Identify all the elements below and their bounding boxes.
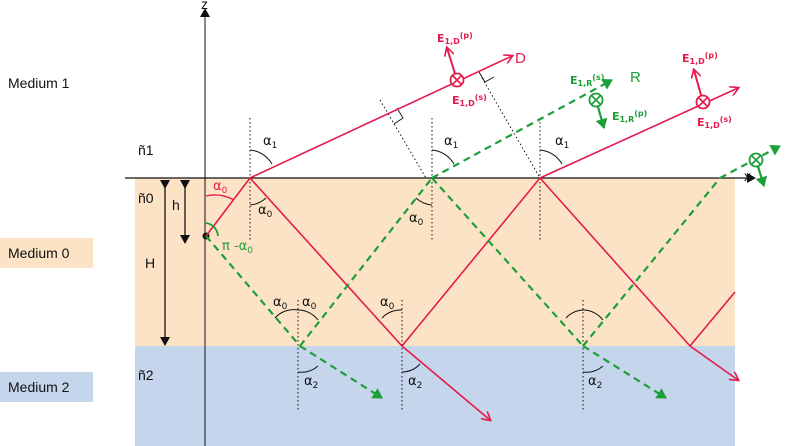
medium0-label-bg	[0, 238, 93, 268]
ray-label-R: R	[630, 69, 641, 86]
svg-text:E1,D(s): E1,D(s)	[452, 93, 487, 108]
H-label: H	[145, 255, 155, 271]
angle-labels: α1 α1 α1 α0 α0 α0 α0 α0 α2 α2 α2	[258, 134, 602, 391]
svg-text:α0: α0	[409, 211, 424, 228]
pi-minus-alpha0-arc	[205, 222, 219, 237]
field-vector-D2: E1,D(p) E1,D(s)	[682, 51, 732, 130]
right-angle-mark	[478, 71, 495, 83]
medium1-label: Medium 1	[8, 75, 70, 91]
green-ray-path	[205, 79, 781, 399]
medium0-layer	[135, 178, 735, 346]
index-n2-label: ñ2	[138, 367, 154, 383]
svg-text:α0: α0	[302, 295, 317, 312]
field-vector-D1: E1,D(p) E1,D(s)	[437, 31, 487, 108]
svg-text:E1,D(p): E1,D(p)	[682, 51, 718, 66]
svg-text:α0: α0	[273, 295, 288, 312]
field-vector-R1: E1,R(s) E1,R(p)	[570, 73, 647, 129]
svg-text:α2: α2	[304, 374, 318, 391]
h-label: h	[172, 197, 180, 213]
svg-text:α1: α1	[555, 134, 569, 151]
index-n0-label: ñ0	[138, 190, 154, 206]
x-axis-label: x	[744, 168, 751, 184]
svg-text:α0: α0	[258, 203, 273, 220]
svg-text:E1,D(p): E1,D(p)	[437, 31, 473, 46]
angle-arcs	[249, 149, 604, 373]
svg-text:α1: α1	[263, 134, 277, 151]
alpha0-label-red: α0	[213, 179, 228, 196]
svg-text:E1,D(s): E1,D(s)	[697, 115, 732, 130]
ray-label-D: D	[515, 50, 526, 67]
svg-text:E1,R(p): E1,R(p)	[612, 109, 647, 124]
alpha0-arc-red	[205, 194, 235, 201]
svg-text:α0: α0	[380, 295, 395, 312]
medium2-layer	[135, 346, 735, 446]
right-angle-mark	[393, 107, 404, 125]
medium2-label: Medium 2	[8, 379, 70, 395]
field-vector-R2	[748, 152, 768, 187]
index-n1-label: ñ1	[138, 142, 154, 158]
pi-minus-alpha0-label: π -α0	[222, 239, 253, 256]
svg-text:α2: α2	[408, 374, 422, 391]
medium2-label-bg	[0, 372, 93, 402]
z-axis-label: z	[201, 0, 208, 12]
medium0-label: Medium 0	[8, 245, 70, 261]
svg-text:α2: α2	[588, 374, 602, 391]
svg-text:E1,R(s): E1,R(s)	[570, 73, 604, 88]
svg-text:α1: α1	[444, 134, 458, 151]
